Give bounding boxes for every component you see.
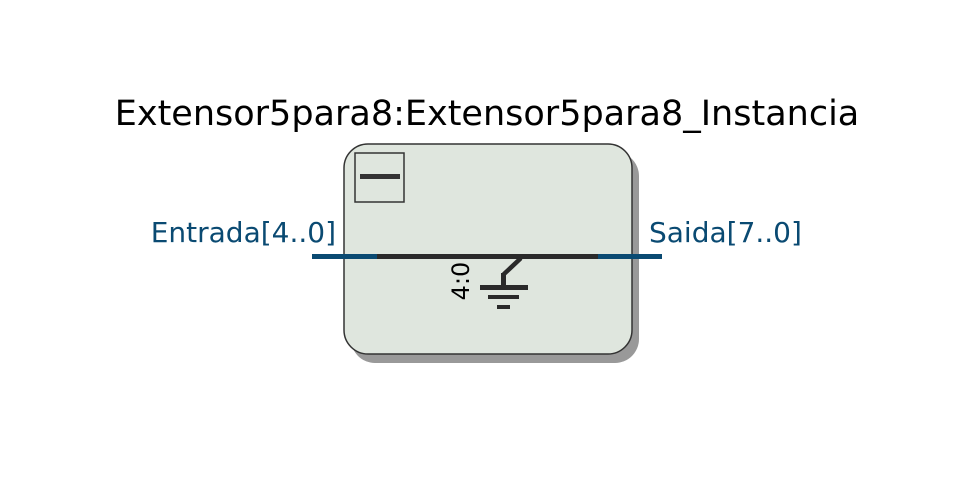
- block-body[interactable]: [343, 143, 633, 355]
- bit-range-label: 4:0: [447, 262, 475, 301]
- input-port-label: Entrada[4..0]: [151, 216, 336, 249]
- output-port-label: Saida[7..0]: [649, 216, 802, 249]
- output-port[interactable]: [598, 254, 662, 259]
- ground-icon: [480, 256, 528, 309]
- internal-wire: [374, 254, 601, 259]
- input-port[interactable]: [312, 254, 377, 259]
- instance-title: Extensor5para8:Extensor5para8_Instancia: [115, 94, 860, 134]
- collapse-toggle-frame[interactable]: [354, 152, 405, 203]
- minus-icon: [360, 174, 400, 179]
- collapse-toggle[interactable]: [354, 152, 405, 203]
